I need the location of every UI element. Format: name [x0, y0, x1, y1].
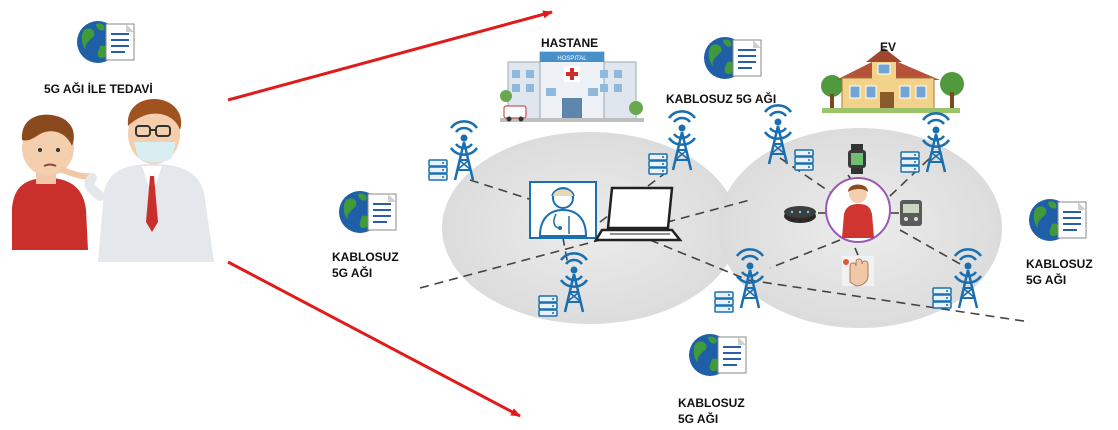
patient-icon	[825, 177, 891, 243]
globe-document-icon	[688, 333, 747, 377]
wireless-bottom-label-line2: 5G AĞI	[678, 412, 719, 426]
hospital-icon: HOSPITAL	[500, 51, 644, 122]
wireless-left-label-line2: 5G AĞI	[332, 266, 373, 280]
smartwatch-icon	[848, 144, 866, 174]
globe-document-icon	[76, 20, 135, 64]
house-icon	[821, 48, 964, 113]
server-icon	[932, 287, 952, 309]
laptop-icon	[593, 186, 683, 242]
home-label: EV	[880, 40, 897, 54]
blood-pressure-monitor-icon	[900, 200, 922, 226]
smart-speaker-icon	[784, 206, 816, 223]
wireless-left-label-line1: KABLOSUZ	[332, 250, 399, 264]
server-icon	[648, 153, 668, 175]
globe-document-icon	[703, 36, 762, 80]
globe-document-icon	[1028, 198, 1087, 242]
treatment-label: 5G AĞI İLE TEDAVİ	[44, 82, 153, 96]
hospital-label: HASTANE	[541, 36, 599, 50]
server-icon	[714, 291, 734, 313]
wireless-bottom-label-line1: KABLOSUZ	[678, 396, 745, 410]
doctor-patient-icon	[12, 99, 214, 262]
server-icon	[428, 159, 448, 181]
server-icon	[900, 151, 920, 173]
hospital-sign: HOSPITAL	[557, 56, 587, 62]
doctor-icon	[529, 181, 597, 239]
wireless-right-label-line1: KABLOSUZ	[1026, 257, 1093, 271]
lower-red-arrow	[227, 260, 521, 418]
globe-document-icon	[338, 190, 397, 234]
hand-sensor-icon	[842, 256, 874, 287]
upper-red-arrow	[227, 10, 553, 102]
wireless-top-label: KABLOSUZ 5G AĞI	[666, 92, 777, 106]
server-icon	[794, 149, 814, 171]
wireless-right-label-line2: 5G AĞI	[1026, 273, 1067, 287]
server-icon	[538, 295, 558, 317]
